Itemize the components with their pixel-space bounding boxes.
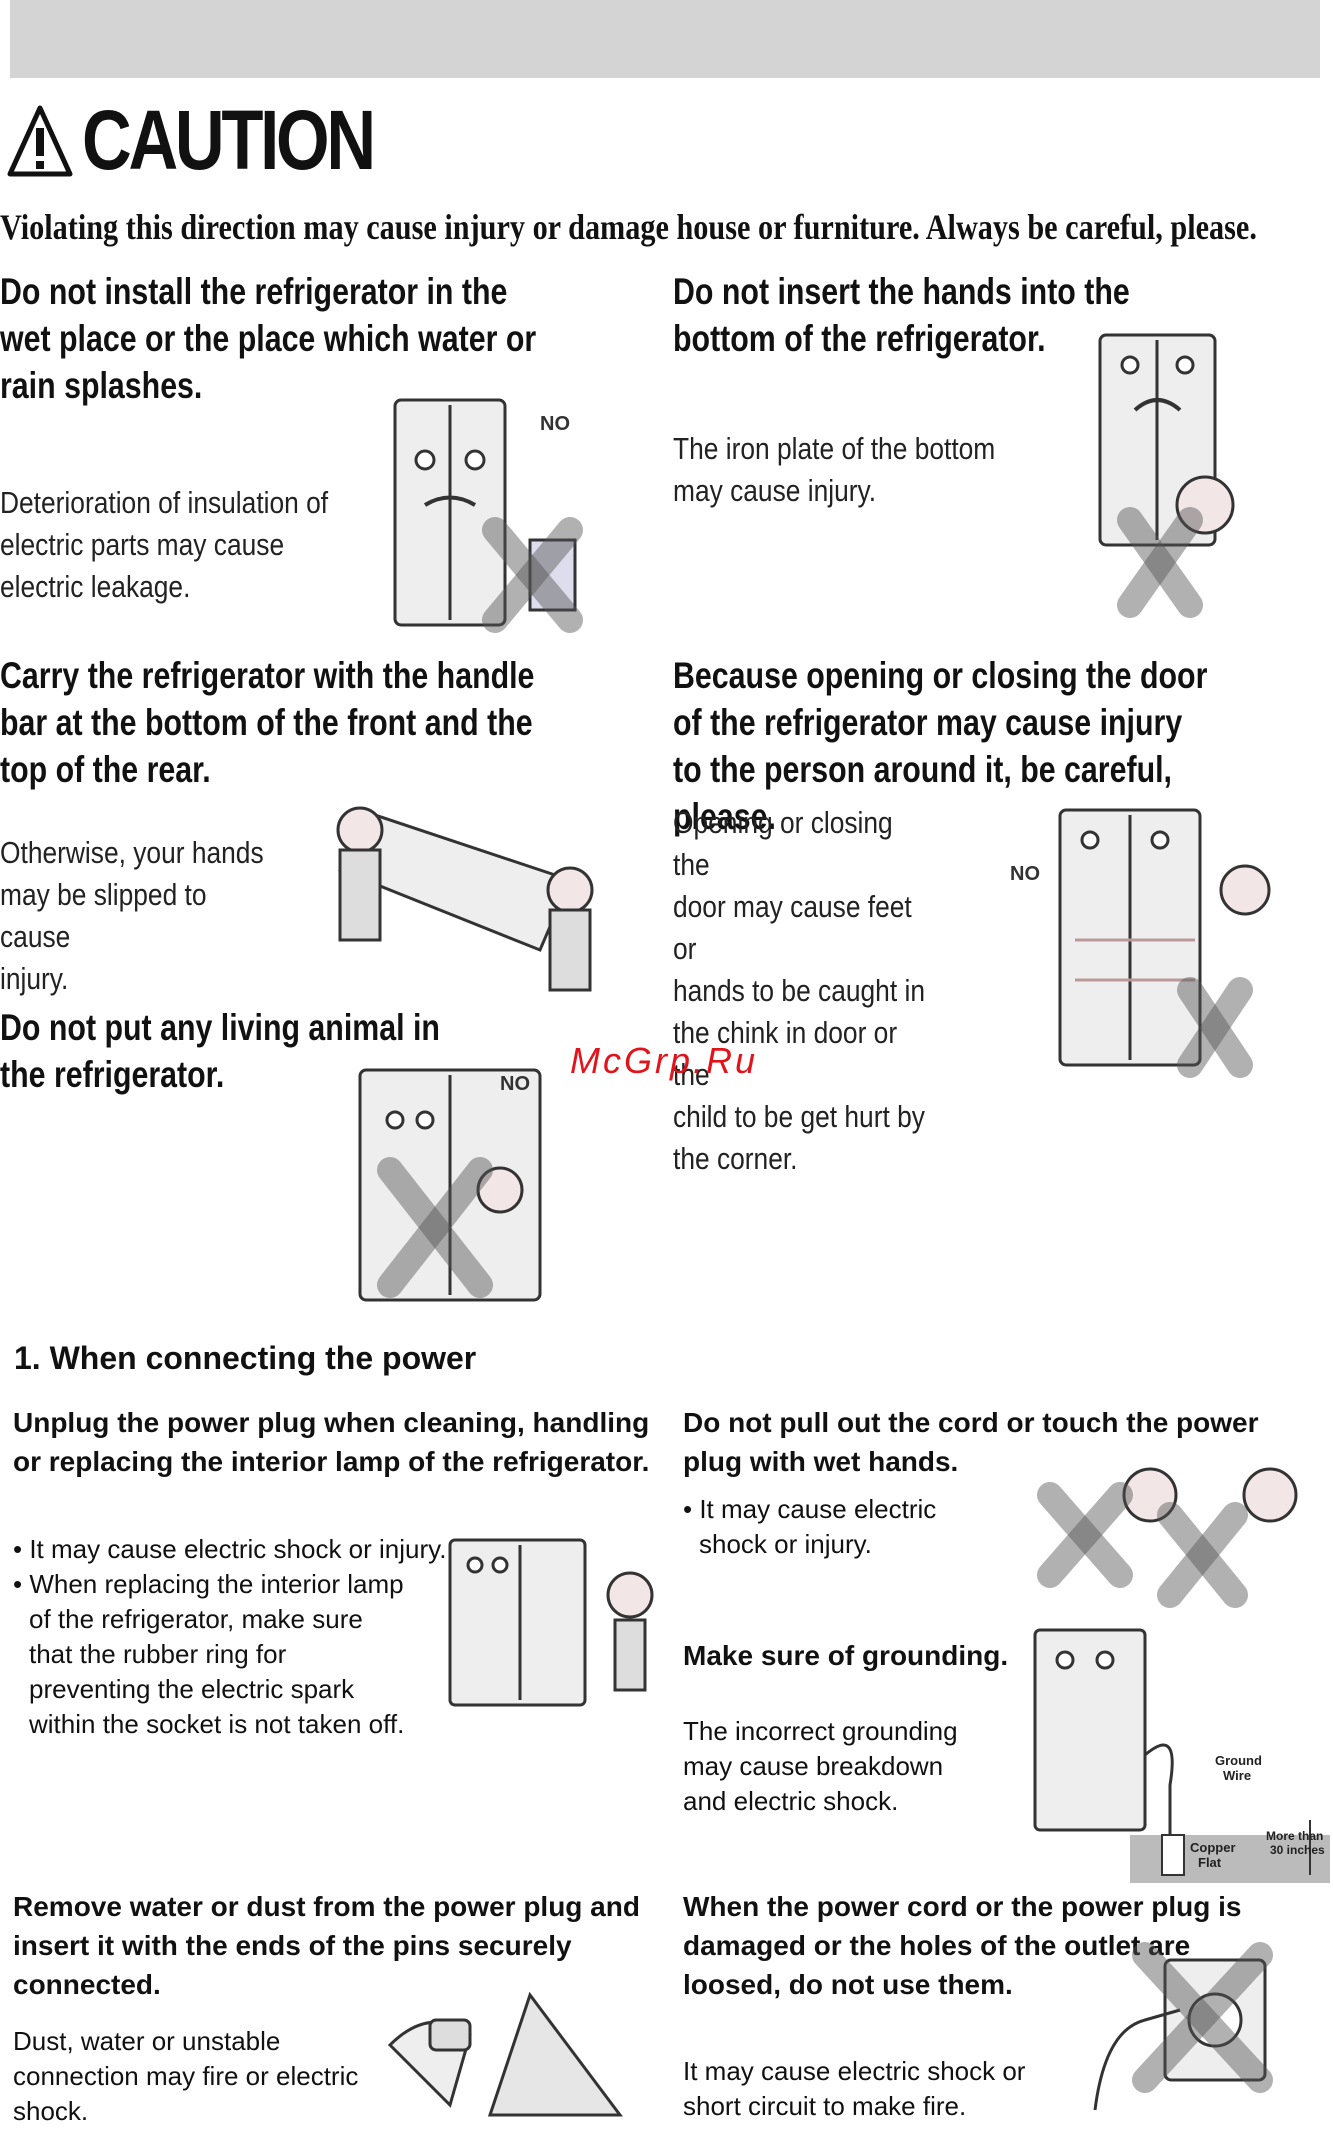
watermark: McGrp.Ru (570, 1040, 759, 1081)
animal-refrigerator-illustration: NO (358, 1068, 542, 1302)
power-heading-water-dust: Remove water or dust from the power plug… (13, 1891, 640, 2000)
intro-text: Violating this direction may cause injur… (0, 207, 1257, 247)
warning-triangle-icon (7, 105, 73, 177)
grounding-illustration: Ground Wire Copper Flat More than 30 inc… (1033, 1628, 1330, 1883)
wet-hands-illustration (1037, 1467, 1298, 1608)
plug-cleaning-illustration (387, 1991, 623, 2117)
section-title: 1. When connecting the power (14, 1340, 477, 1376)
item-heading-door: Because opening or closing the door of t… (673, 655, 1208, 837)
item-heading-wet-place: Do not install the refrigerator in the w… (0, 271, 537, 406)
power-heading-damaged-cord: When the power cord or the power plug is… (683, 1891, 1242, 2000)
power-body-wet-hands: • It may cause electric shock or injury. (683, 1494, 937, 1559)
item-body-carry: Otherwise, your hands may be slipped to … (0, 835, 264, 996)
item-heading-carry: Carry the refrigerator with the handle b… (0, 655, 535, 790)
ground-wire-label-2: Wire (1223, 1768, 1251, 1783)
power-body-water-dust: Dust, water or unstable connection may f… (13, 2026, 359, 2126)
power-body-damaged-cord: It may cause electric shock or short cir… (683, 2056, 1026, 2121)
ground-wire-label-1: Ground (1215, 1753, 1262, 1768)
distance-label-2: 30 inches (1270, 1843, 1325, 1857)
item-body-wet-place: Deterioration of insulation of electric … (0, 485, 329, 604)
no-label: NO (1010, 863, 1040, 885)
power-heading-grounding: Make sure of grounding. (683, 1640, 1009, 1671)
copper-flat-label-1: Copper (1190, 1840, 1236, 1855)
power-heading-wet-hands: Do not pull out the cord or touch the po… (683, 1407, 1259, 1477)
damaged-outlet-illustration (1093, 1942, 1273, 2111)
copper-flat-label-2: Flat (1198, 1855, 1222, 1870)
door-caution-illustration: NO (1010, 808, 1271, 1078)
power-heading-unplug: Unplug the power plug when cleaning, han… (13, 1407, 650, 1477)
unplug-illustration (448, 1538, 654, 1707)
item-body-door: Opening or closing the door may cause fe… (673, 805, 925, 1176)
power-body-unplug: • It may cause electric shock or injury.… (13, 1534, 447, 1739)
item-heading-animal: Do not put any living animal in the refr… (0, 1007, 440, 1095)
item-body-hands-bottom: The iron plate of the bottom may cause i… (673, 431, 996, 508)
no-label: NO (540, 413, 570, 435)
distance-label-1: More than (1266, 1829, 1323, 1843)
caution-title: CAUTION (82, 93, 376, 187)
refrigerator-wet-illustration: NO (393, 398, 583, 633)
no-label: NO (500, 1073, 530, 1095)
carrying-refrigerator-illustration (336, 806, 594, 992)
header-bar (10, 0, 1320, 78)
item-heading-hands-bottom: Do not insert the hands into the bottom … (673, 271, 1130, 359)
power-body-grounding: The incorrect grounding may cause breakd… (683, 1716, 958, 1816)
refrigerator-hands-illustration (1098, 333, 1235, 618)
